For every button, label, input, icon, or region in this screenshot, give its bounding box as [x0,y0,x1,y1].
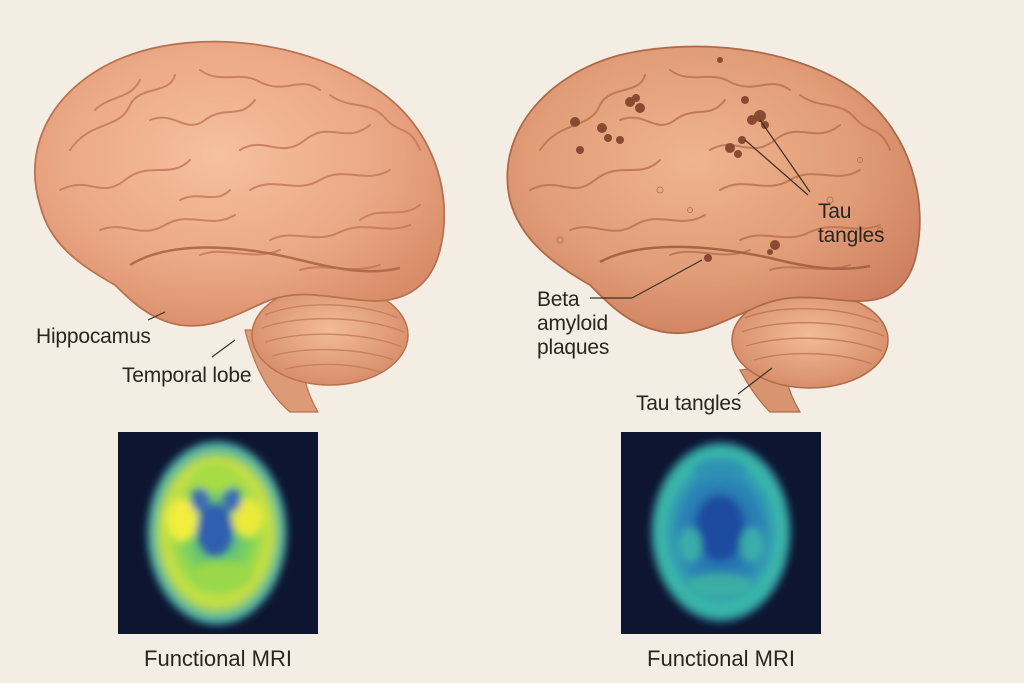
diseased-mri-caption: Functional MRI [647,646,795,671]
healthy-cerebrum [34,40,446,327]
label-temporal-lobe: Temporal lobe [122,364,252,387]
label-beta-amyloid-line2: amyloid [537,312,608,336]
label-beta-amyloid: Beta amyloid plaques [537,288,609,360]
plaque-spots [570,57,780,262]
healthy-mri-scan [118,432,318,634]
label-hippocampus: Hippocamus [36,325,151,348]
healthy-mri-caption: Functional MRI [144,646,292,671]
alzheimers-brain [506,45,921,413]
label-tau-tangles-upper-line1: Tau [818,200,852,223]
diseased-cerebrum [506,45,921,335]
diseased-mri-scan [621,432,821,634]
label-tau-tangles-upper: Tau tangles [818,200,885,248]
label-beta-amyloid-line3: plaques [537,336,610,360]
label-tau-tangles-lower: Tau tangles [636,392,742,415]
label-beta-amyloid-line1: Beta [537,288,580,311]
healthy-gyri [59,69,421,271]
healthy-brain [34,40,446,413]
label-tau-tangles-upper-line2: tangles [818,224,885,248]
